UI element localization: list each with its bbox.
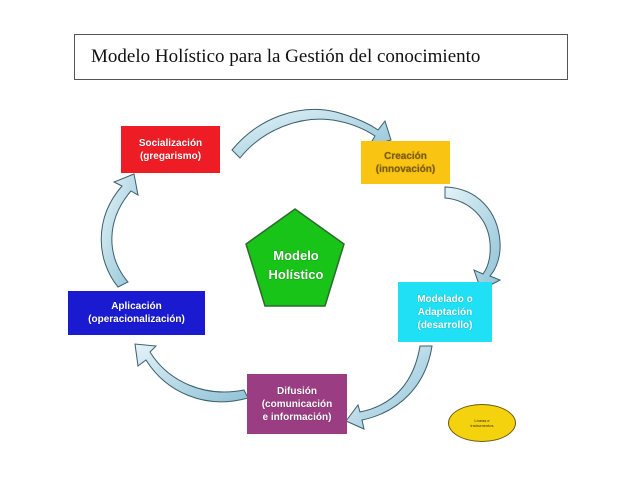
arrow-difusion-to-aplicacion [134, 343, 249, 403]
node-difusion-line2: (comunicación [261, 398, 333, 410]
node-modelado: Modelado o Adaptación (desarrollo) [398, 282, 492, 342]
node-modelado-line1: Modelado o [417, 293, 473, 305]
node-socializacion: Socialización (gregarismo) [121, 126, 220, 173]
center-label: Modelo Holístico [245, 246, 347, 284]
node-aplicacion-line1: Aplicación [111, 301, 162, 312]
node-aplicacion-line2: (operacionalización) [88, 314, 185, 325]
arrow-modelado-to-difusion [345, 345, 433, 430]
legend-badge-line2: instrumentos [470, 423, 494, 428]
arrow-creacion-to-modelado [444, 186, 502, 291]
center-pentagon [245, 208, 345, 307]
node-modelado-line3: (desarrollo) [417, 319, 473, 331]
diagram-title: Modelo Holístico para la Gestión del con… [74, 34, 568, 80]
node-creacion-line2: (innovación) [375, 163, 436, 175]
legend-badge: Líneas e instrumentos [448, 404, 516, 442]
arrow-socializacion-to-creacion [231, 108, 392, 159]
node-creacion: Creación (innovación) [361, 141, 450, 184]
node-socializacion-line1: Socialización [138, 137, 203, 149]
arrow-aplicacion-to-socializacion [100, 173, 139, 288]
center-label-line1: Modelo [273, 248, 319, 263]
node-modelado-line2: Adaptación [417, 306, 473, 318]
center-label-line2: Holístico [268, 267, 324, 282]
node-difusion-line1: Difusión [277, 385, 317, 397]
node-difusion-line3: e información) [262, 411, 332, 423]
node-difusion: Difusión (comunicación e información) [247, 374, 347, 434]
legend-badge-line1: Líneas e [474, 418, 490, 423]
node-creacion-line1: Creación [384, 150, 427, 162]
title-text: Modelo Holístico para la Gestión del con… [91, 46, 481, 67]
node-aplicacion: Aplicación (operacionalización) [68, 291, 205, 335]
node-socializacion-line2: (gregarismo) [139, 150, 202, 162]
